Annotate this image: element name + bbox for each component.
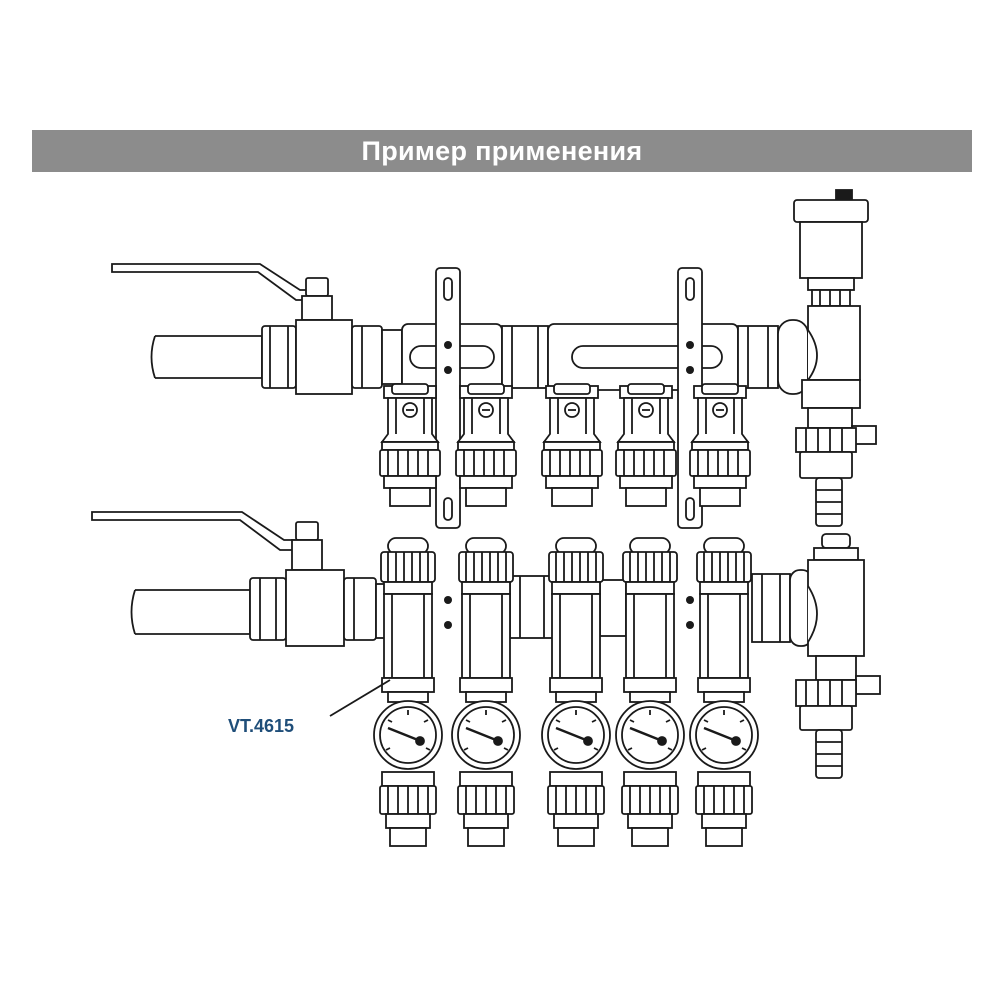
- mounting-bracket: [435, 267, 461, 529]
- title-banner: Пример применения: [32, 130, 972, 172]
- bracket-bolts: [444, 341, 694, 629]
- return-drain-fitting: [795, 533, 881, 779]
- supply-ball-valve: [111, 263, 383, 395]
- return-outlet-with-thermometer: [614, 536, 686, 848]
- supply-outlet: [455, 383, 517, 507]
- return-outlets: [372, 536, 760, 848]
- callout-leader-line: [329, 679, 391, 717]
- supply-outlet: [689, 383, 751, 507]
- supply-outlet: [615, 383, 677, 507]
- callout-label: VT.4615: [228, 716, 295, 736]
- return-ball-valve: [91, 511, 377, 647]
- air-vent: [793, 189, 877, 527]
- supply-outlet: [541, 383, 603, 507]
- page-title: Пример применения: [361, 135, 643, 166]
- return-outlet-with-thermometer: [540, 536, 612, 848]
- return-outlet-with-thermometer: [688, 536, 760, 848]
- return-outlet-with-thermometer: [450, 536, 522, 848]
- return-manifold-body: [375, 569, 813, 647]
- return-outlet-with-thermometer: [372, 536, 444, 848]
- supply-outlet: [379, 383, 441, 507]
